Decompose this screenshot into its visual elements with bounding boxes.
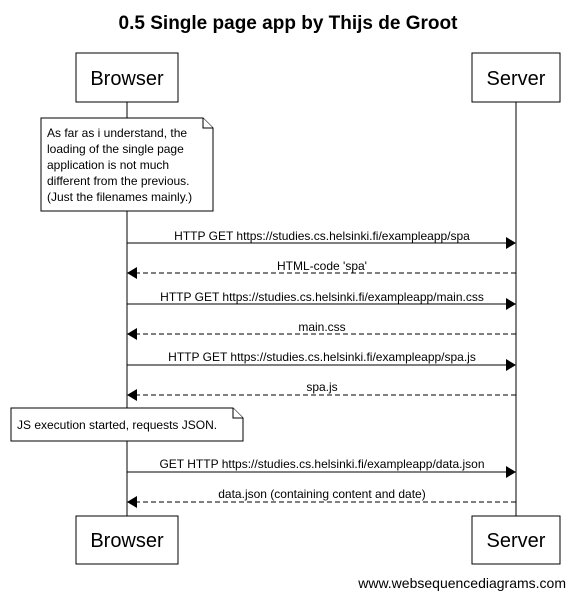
server-actor-bottom: Server <box>471 515 561 565</box>
message-5-label: HTTP GET https://studies.cs.helsinki.fi/… <box>168 350 476 364</box>
browser-actor-bottom-box <box>75 515 179 565</box>
browser-actor-bottom: Browser <box>75 515 179 565</box>
note-intro-line-4: different from the previous. <box>47 174 190 188</box>
server-actor-top-label: Server <box>487 68 546 90</box>
note-js-line-1: JS execution started, requests JSON. <box>17 418 217 432</box>
message-2-arrowhead <box>127 267 137 279</box>
message-4: main.css <box>127 320 516 340</box>
footer-watermark: www.websequencediagrams.com <box>357 575 566 591</box>
message-4-arrowhead <box>127 328 137 340</box>
server-actor-bottom-box <box>471 515 561 565</box>
message-7: GET HTTP https://studies.cs.helsinki.fi/… <box>127 457 516 478</box>
note-js: JS execution started, requests JSON. <box>10 407 244 442</box>
message-3-arrowhead <box>506 298 516 310</box>
message-3-label: HTTP GET https://studies.cs.helsinki.fi/… <box>160 290 484 304</box>
browser-actor-top: Browser <box>75 52 179 103</box>
message-6-arrowhead <box>127 389 137 401</box>
message-7-label: GET HTTP https://studies.cs.helsinki.fi/… <box>159 457 484 471</box>
note-intro-line-1: As far as i understand, the <box>47 126 187 140</box>
message-8: data.json (containing content and date) <box>127 487 516 508</box>
note-intro-line-3: application is not much <box>47 158 169 172</box>
message-6: spa.js <box>127 380 516 401</box>
message-5: HTTP GET https://studies.cs.helsinki.fi/… <box>127 350 516 371</box>
note-js-fold <box>232 408 243 419</box>
message-2: HTML-code 'spa' <box>127 259 516 279</box>
message-6-label: spa.js <box>306 380 337 394</box>
message-1: HTTP GET https://studies.cs.helsinki.fi/… <box>127 229 516 249</box>
server-actor-top-box <box>471 52 561 103</box>
note-intro-line-5: (Just the filenames mainly.) <box>47 190 192 204</box>
note-intro-box <box>40 117 214 212</box>
server-actor-top: Server <box>471 52 561 103</box>
browser-actor-top-label: Browser <box>90 68 164 90</box>
message-1-arrowhead <box>506 237 516 249</box>
note-intro: As far as i understand, the loading of t… <box>40 117 214 212</box>
message-5-arrowhead <box>506 359 516 371</box>
message-3: HTTP GET https://studies.cs.helsinki.fi/… <box>127 290 516 310</box>
message-7-arrowhead <box>506 466 516 478</box>
message-2-label: HTML-code 'spa' <box>277 259 367 273</box>
diagram-title: 0.5 Single page app by Thijs de Groot <box>119 13 459 34</box>
note-intro-line-2: loading of the single page <box>47 142 184 156</box>
message-8-arrowhead <box>127 496 137 508</box>
browser-actor-bottom-label: Browser <box>90 530 164 552</box>
server-actor-bottom-label: Server <box>487 530 546 552</box>
note-intro-fold <box>202 118 213 129</box>
message-1-label: HTTP GET https://studies.cs.helsinki.fi/… <box>174 229 470 243</box>
browser-actor-top-box <box>75 52 179 103</box>
message-4-label: main.css <box>298 320 345 334</box>
note-js-box <box>10 407 244 442</box>
message-8-label: data.json (containing content and date) <box>218 487 425 501</box>
